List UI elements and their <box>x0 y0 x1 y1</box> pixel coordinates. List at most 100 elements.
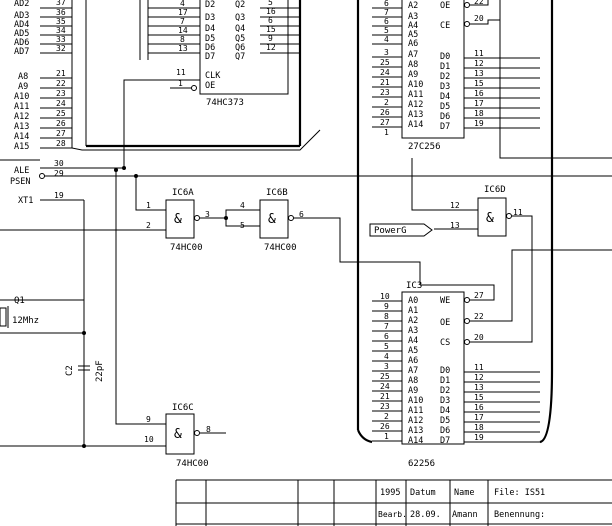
schematic-label: 10 <box>144 435 154 444</box>
schematic-label: 35 <box>56 17 66 26</box>
schematic-label: 19 <box>54 191 64 200</box>
capacitor-value: 22pF <box>95 360 105 382</box>
crystal-q1: Q1 12Mhz <box>0 200 85 446</box>
schematic-label: D5 <box>205 34 215 44</box>
schematic-label: Q6 <box>235 43 245 53</box>
schematic-label: D4 <box>205 24 215 34</box>
schematic-label: 26 <box>380 108 390 117</box>
nand-symbol: & <box>174 212 182 227</box>
schematic-label: D2 <box>440 386 450 396</box>
schematic-label: 4 <box>180 0 185 8</box>
schematic-label: Q4 <box>235 24 245 34</box>
schematic-circle <box>114 168 118 172</box>
schematic-label: 24 <box>56 99 66 108</box>
schematic-label: A12 <box>14 112 29 122</box>
schematic-circle <box>191 85 197 91</box>
schematic-label: 11 <box>474 49 484 58</box>
schematic-polyline <box>135 176 166 211</box>
rom-top-pins: 6 7 6 5 4 <box>384 0 389 44</box>
rom-address-labels: A2 A3 A4 A5 A6 A7 A8 A9 A10 A11 A12 A13 … <box>408 1 423 130</box>
schematic-label: & <box>268 212 276 227</box>
schematic-label: 24 <box>380 382 390 391</box>
schematic-polyline <box>71 129 321 151</box>
rom-address-wires <box>372 7 402 128</box>
signal-label: AD7 <box>14 47 29 57</box>
latch-oe-label: OE <box>205 81 215 91</box>
schematic-label: A14 <box>408 120 423 130</box>
schematic-label: D1 <box>440 376 450 386</box>
schematic-label: A3 <box>408 12 418 22</box>
schematic-label: 14 <box>178 26 188 35</box>
signal-ad4: AD4 35 <box>14 17 72 30</box>
junctions <box>82 166 228 448</box>
rom-data-wires <box>464 57 540 129</box>
schematic-label: D7 <box>205 52 215 62</box>
schematic-path <box>356 429 373 444</box>
schematic-label: PowerG <box>374 226 407 236</box>
ram-cs-label: CS <box>440 338 450 348</box>
schematic-label: A7 <box>408 50 418 60</box>
schematic-label: D4 <box>440 406 450 416</box>
schematic-label: & <box>174 427 182 442</box>
schematic-circle <box>194 430 200 436</box>
schematic-label: A9 <box>408 386 418 396</box>
schematic-label: A11 <box>408 406 423 416</box>
schematic-circle <box>288 215 294 221</box>
schematic-label: D1 <box>440 62 450 72</box>
ram-data-labels: D0 D1 D2 D3 D4 D5 D6 D7 <box>440 366 450 446</box>
schematic-label: 1 <box>146 201 151 210</box>
schematic-label: 12 <box>474 59 484 68</box>
data-bus <box>356 0 554 444</box>
latch-d-labels: D2 D3 D4 D5 D6 D7 <box>205 0 215 62</box>
title-col-date: Datum <box>410 488 436 498</box>
schematic-polyline <box>411 158 478 211</box>
schematic-rect <box>165 413 195 455</box>
schematic-label: A9 <box>408 70 418 80</box>
capacitor-name: C2 <box>65 365 75 376</box>
schematic-polyline <box>225 218 260 227</box>
ram-data-wires <box>464 371 540 443</box>
schematic-label: A6 <box>408 356 418 366</box>
ram-title: 62256 <box>408 459 435 469</box>
schematic-label: 22 <box>56 79 66 88</box>
schematic-circle <box>464 21 470 27</box>
schematic-rect <box>199 0 289 95</box>
schematic-label: 9 <box>268 34 273 43</box>
signal-label: AD4 <box>14 20 29 30</box>
schematic-label: 6 <box>384 332 389 341</box>
schematic-label: 3 <box>384 362 389 371</box>
schematic-rect <box>259 199 289 239</box>
schematic-label: 18 <box>474 423 484 432</box>
schematic-polyline <box>225 209 260 218</box>
ram-62256: IC3 A0 A1 A2 A3 A4 A5 A6 A7 A8 A9 A10 A1… <box>372 249 612 469</box>
gate-ic6c: IC6C & 9 10 8 74HC00 <box>0 170 226 469</box>
schematic-label: 28 <box>56 139 66 148</box>
schematic-rect <box>477 197 507 237</box>
schematic-label: 13 <box>474 69 484 78</box>
schematic-circle <box>506 213 512 219</box>
schematic-label: 74HC00 <box>264 243 297 253</box>
schematic-label: 23 <box>380 88 390 97</box>
schematic-label: Q3 <box>235 13 245 23</box>
schematic-label: 25 <box>380 58 390 67</box>
schematic-label: A6 <box>408 39 418 49</box>
signal-label: AD6 <box>14 38 29 48</box>
schematic-label: A8 <box>18 72 28 82</box>
schematic-label: A2 <box>408 1 418 11</box>
schematic-label: 26 <box>56 119 66 128</box>
schematic-label: 5 <box>384 342 389 351</box>
gate-ic6a: IC6A & 1 2 3 74HC00 <box>0 176 226 253</box>
schematic-rect <box>165 199 195 239</box>
address-bus-lines <box>71 0 321 151</box>
rom-ce-label: CE <box>440 21 450 31</box>
schematic-label: 21 <box>380 392 390 401</box>
schematic-label: D5 <box>440 416 450 426</box>
